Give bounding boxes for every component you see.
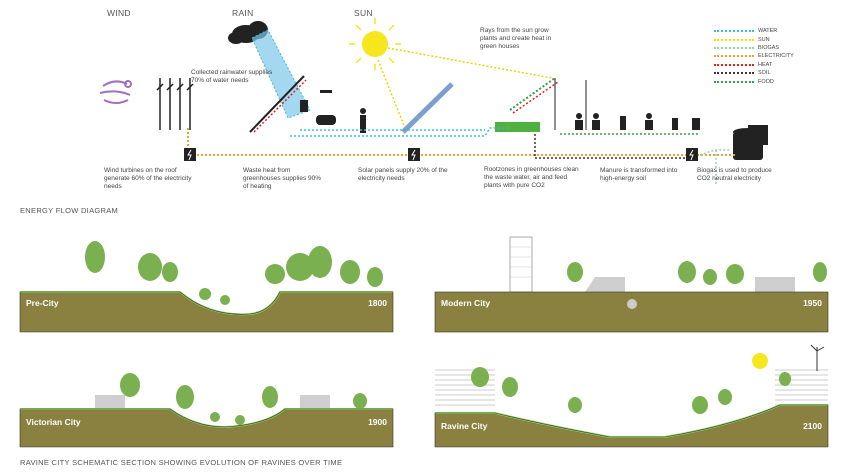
legend-swatch [714, 72, 754, 75]
legend-item: HEAT [714, 61, 794, 69]
solar-caption: Solar panels supply 20% of the electrici… [358, 167, 448, 182]
tree-icons [471, 367, 791, 414]
wind-turbine-icon [156, 78, 194, 130]
section-victorian-city: Victorian City 1900 [19, 365, 394, 448]
electricity-line [187, 128, 735, 156]
legend-swatch [714, 38, 754, 41]
legend-swatch [714, 30, 754, 33]
water-line [290, 127, 510, 137]
energy-diagram-title: ENERGY FLOW DIAGRAM [20, 206, 119, 215]
biogas-caption: Biogas is used to produce CO2 neutral el… [697, 167, 772, 182]
wind-caption: Wind turbines on the roof generate 60% o… [104, 167, 192, 190]
legend-swatch [714, 55, 754, 58]
rain-caption: Collected rainwater supplies 70% of wate… [191, 69, 273, 84]
section-name: Modern City [441, 298, 491, 308]
wind-turbine-icon [810, 344, 825, 371]
tree-icons [85, 241, 383, 305]
section-year: 1800 [368, 298, 387, 308]
sun-icon [349, 18, 401, 70]
section-graphic [19, 241, 394, 333]
solar-panel-icon [401, 82, 454, 134]
legend-swatch [714, 80, 754, 83]
electricity-node-icon [184, 148, 698, 161]
legend-item: BIOGAS [714, 44, 794, 52]
section-name: Ravine City [441, 421, 488, 431]
legend-swatch [714, 63, 754, 66]
roof-greenhouse [249, 75, 307, 133]
legend-item: SOIL [714, 69, 794, 77]
people-icons [575, 80, 700, 130]
rain-label: RAIN [232, 8, 254, 18]
section-graphic [434, 344, 829, 448]
section-modern-city: Modern City 1950 [434, 232, 829, 333]
section-name: Victorian City [26, 417, 81, 427]
legend-item: WATER [714, 27, 794, 35]
section-name: Pre-City [26, 298, 59, 308]
sun-icon [752, 353, 768, 369]
sun-label: SUN [354, 8, 373, 18]
legend-swatch [714, 46, 754, 49]
section-graphic [434, 236, 829, 333]
energy-flow-graphic [99, 18, 768, 185]
soil-line [534, 134, 690, 159]
waste-heat-caption: Waste heat from greenhouses supplies 90%… [243, 167, 322, 190]
sun-ray-greenhouse [387, 47, 553, 79]
section-graphic [19, 373, 394, 448]
rays-caption: Rays from the sun grow plants and create… [480, 27, 552, 50]
legend-item: ELECTRICITY [714, 52, 794, 60]
section-year: 1950 [803, 298, 822, 308]
section-year: 2100 [803, 421, 822, 431]
section-year: 1900 [368, 417, 387, 427]
section-pre-city: Pre-City 1800 [19, 232, 394, 333]
wind-icon [99, 80, 132, 104]
tree-icons [120, 373, 367, 425]
biogas-tank-icon [733, 125, 768, 160]
manure-caption: Manure is transformed into high-energy s… [600, 167, 678, 182]
legend-item: SUN [714, 35, 794, 43]
tree-icons [567, 261, 827, 285]
household-icons [300, 90, 366, 133]
wind-label: WIND [107, 8, 131, 18]
section-ravine-city: Ravine City 2100 [434, 344, 829, 448]
bottom-title: RAVINE CITY SCHEMATIC SECTION SHOWING EV… [20, 458, 343, 467]
rain-stream [251, 29, 311, 119]
rootzones-caption: Rootzones in greenhouses clean the waste… [484, 166, 579, 189]
legend-item: FOOD [714, 77, 794, 85]
legend: WATER SUN BIOGAS ELECTRICITY HEAT SOIL F… [714, 27, 794, 86]
greenhouse-icon [495, 77, 559, 132]
sun-ray-solar [377, 59, 406, 129]
